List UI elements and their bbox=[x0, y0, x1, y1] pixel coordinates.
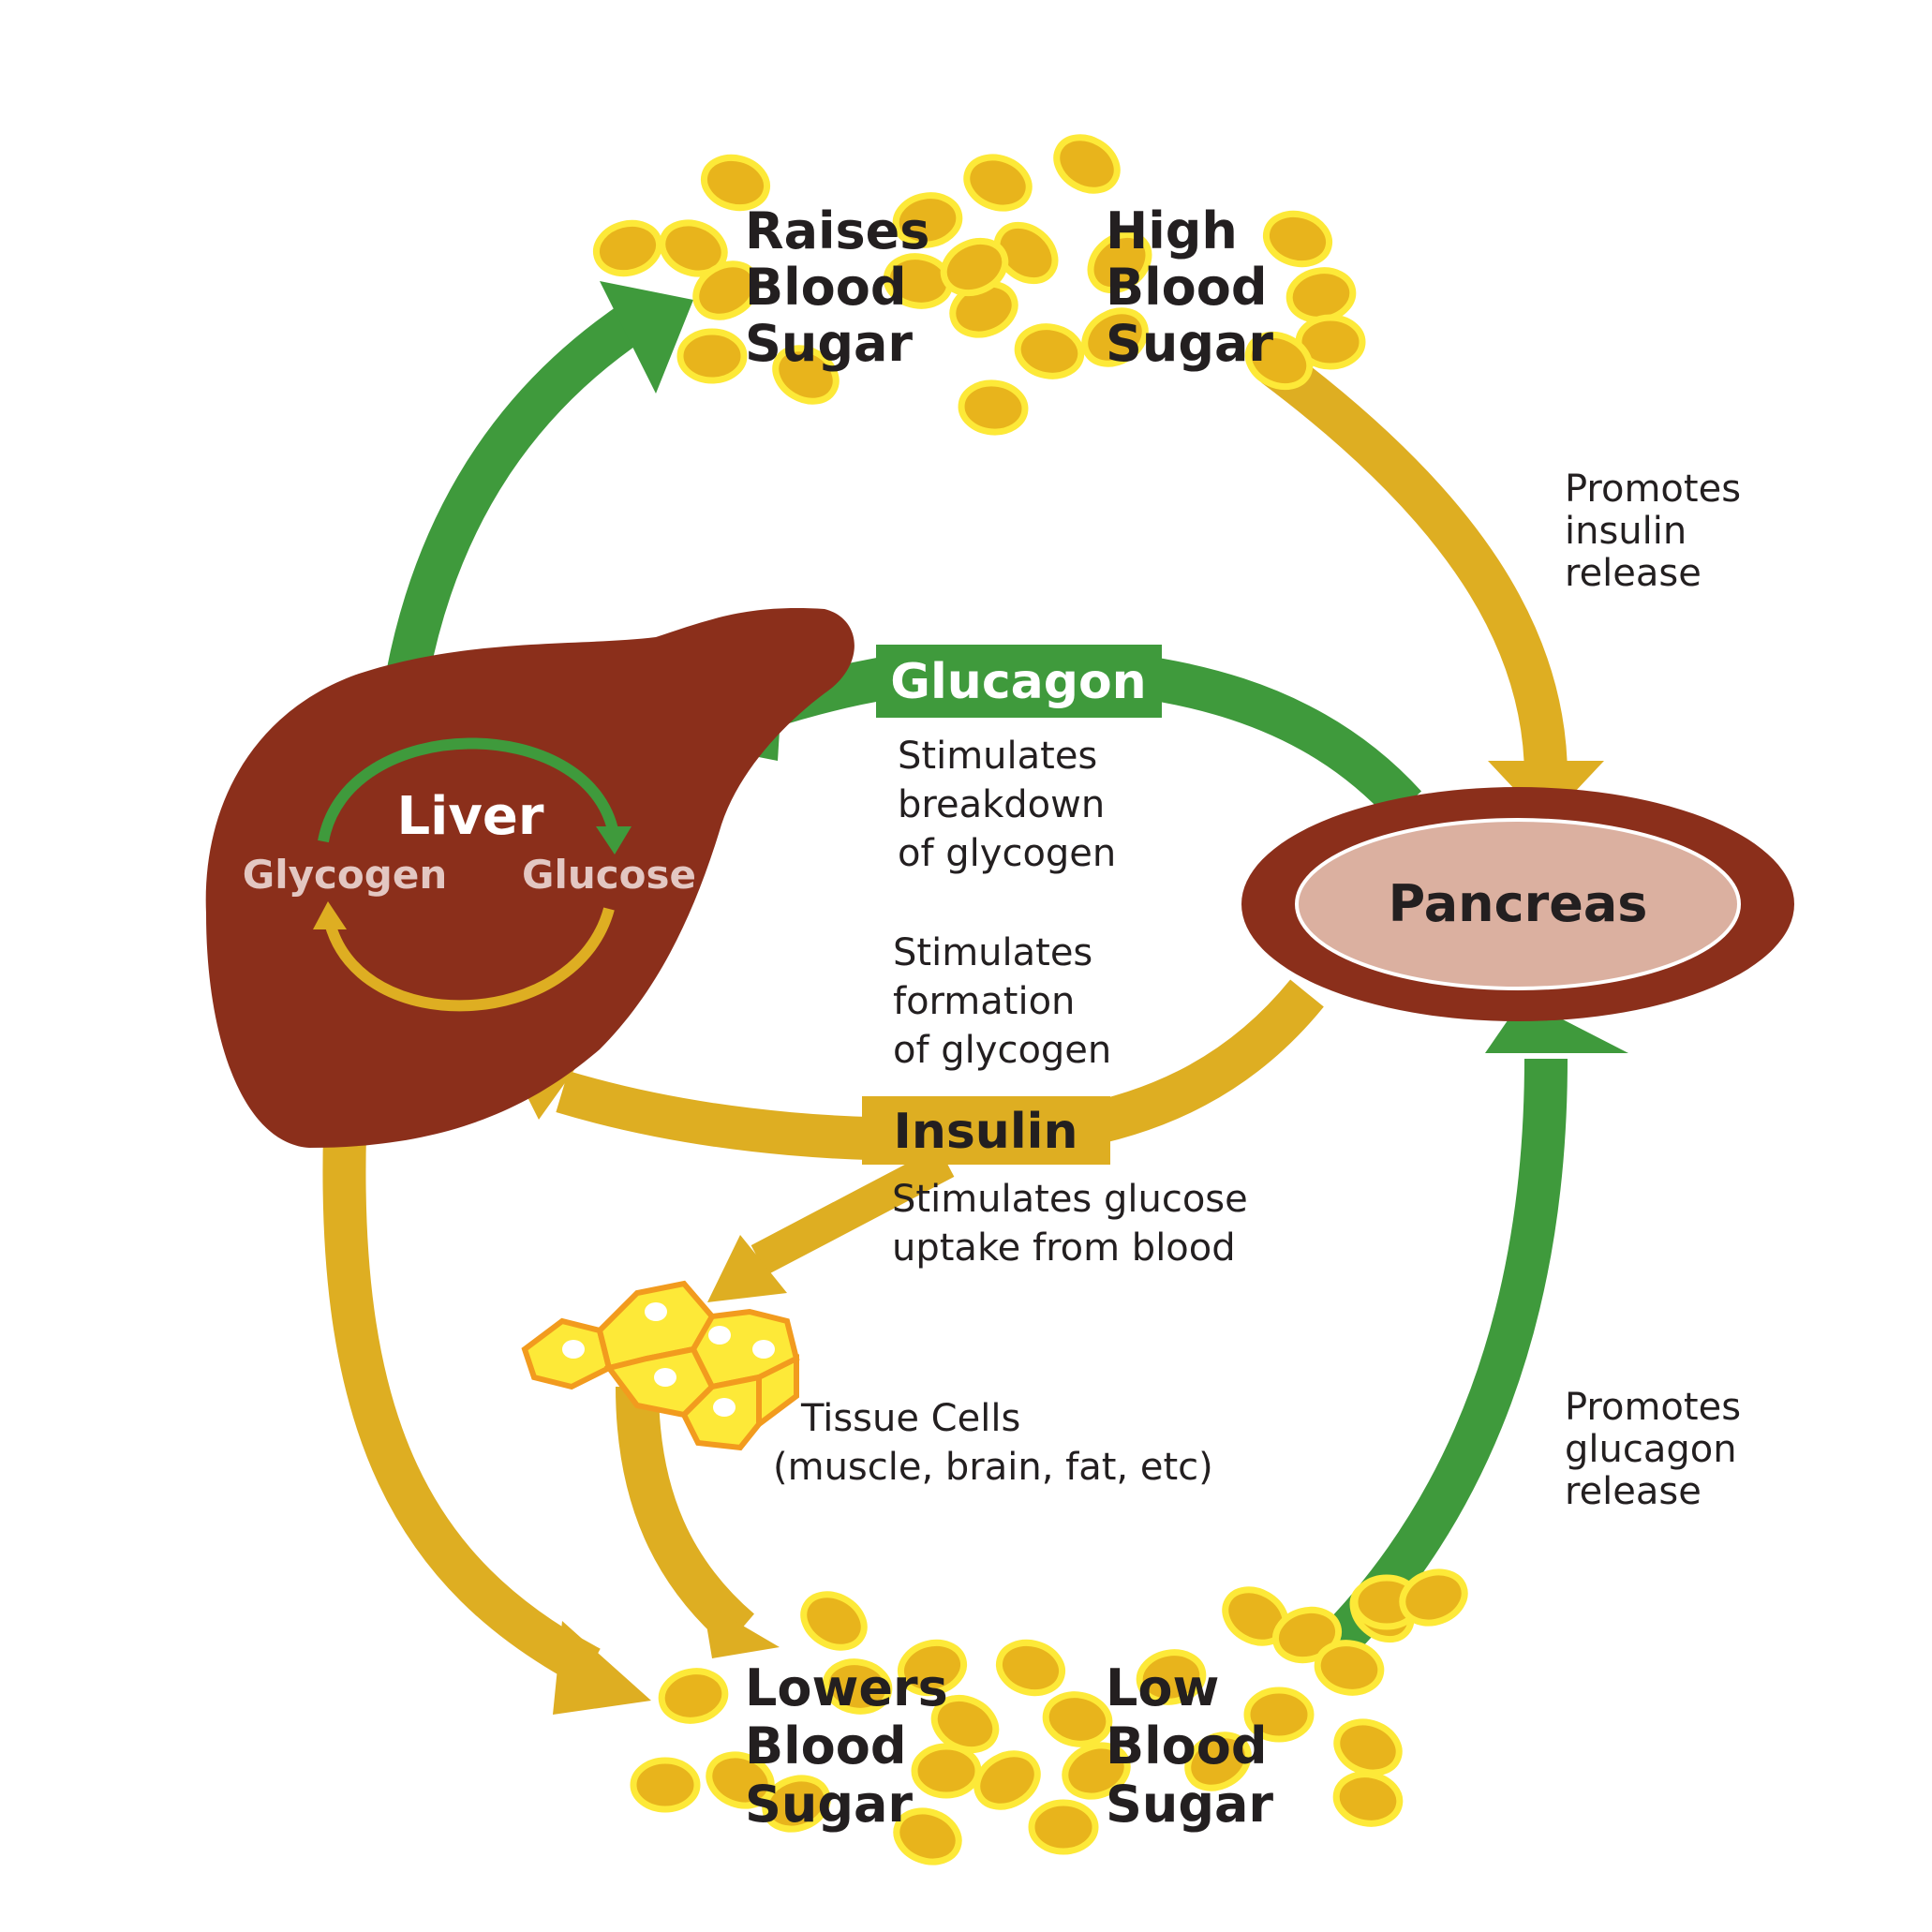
glucose-molecule-icon bbox=[1262, 210, 1333, 268]
glucose-molecules bbox=[592, 134, 1468, 1865]
liver-cycle bbox=[313, 737, 632, 1012]
arrow-low-blood-sugar-to-pancreas bbox=[1315, 999, 1628, 1665]
low-blood-sugar-label: Low Blood Sugar bbox=[1106, 1658, 1285, 1834]
glucose-molecule-icon bbox=[659, 219, 728, 277]
glucose-molecule-icon bbox=[1333, 1718, 1403, 1776]
high-blood-sugar-label: High Blood Sugar bbox=[1106, 201, 1285, 373]
glucagon-tag: Glucagon bbox=[890, 654, 1146, 710]
glucose-molecule-icon bbox=[676, 328, 748, 384]
glucose-molecule-icon bbox=[995, 1639, 1066, 1697]
arrow-insulin-to-tissue-cells bbox=[707, 1147, 955, 1302]
liver-organ-icon bbox=[205, 608, 855, 1148]
glucose-molecule-icon bbox=[1042, 1691, 1113, 1747]
insulin-description: Stimulates formation of glycogen bbox=[893, 931, 1111, 1072]
uptake-description: Stimulates glucose uptake from blood bbox=[892, 1178, 1259, 1270]
arrow-liver-to-raises-blood-sugar bbox=[386, 281, 693, 679]
glucose-molecule-icon bbox=[630, 1757, 701, 1813]
glucose-molecule-icon bbox=[1028, 1799, 1099, 1855]
glucose-molecule-icon bbox=[973, 1750, 1041, 1810]
glucose-molecule-icon bbox=[772, 345, 840, 405]
glucose-molecule-icon bbox=[1062, 1742, 1131, 1800]
insulin-tag: Insulin bbox=[893, 1104, 1077, 1160]
glucose-molecule-icon bbox=[958, 379, 1029, 436]
glucose-molecule-icon bbox=[1053, 134, 1121, 194]
glucose-molecule-icon bbox=[1184, 1731, 1252, 1791]
glucose-molecule-icon bbox=[822, 1658, 893, 1715]
glucose-molecule-icon bbox=[1314, 1640, 1385, 1696]
glucose-molecule-icon bbox=[1271, 1606, 1343, 1664]
glucose-molecule-icon bbox=[800, 1591, 868, 1651]
glucose-molecule-icon bbox=[911, 1743, 982, 1799]
glucose-molecule-icon bbox=[700, 154, 771, 212]
glucose-molecule-icon bbox=[963, 154, 1033, 212]
glucose-molecule-icon bbox=[658, 1668, 729, 1724]
insulin-tag-box bbox=[862, 1096, 1110, 1165]
liver-glucose-label: Glucose bbox=[522, 852, 696, 898]
liver-glycogen-label: Glycogen bbox=[243, 852, 447, 898]
arrow-liver-to-lowers-blood-sugar bbox=[322, 1133, 651, 1715]
glucose-molecule-icon bbox=[897, 1639, 968, 1697]
glucose-molecule-icon bbox=[892, 192, 963, 248]
glucose-molecule-icon bbox=[1087, 230, 1152, 294]
promotes-insulin-label: Promotes insulin release bbox=[1565, 468, 1753, 595]
raises-blood-sugar-label: Raises Blood Sugar bbox=[745, 201, 947, 373]
tissue-cells-label: Tissue Cells (muscle, brain, fat, etc) bbox=[773, 1397, 1213, 1489]
glucose-molecule-icon bbox=[1136, 1649, 1207, 1705]
glucose-molecule-icon bbox=[592, 219, 663, 277]
promotes-glucagon-label: Promotes glucagon release bbox=[1565, 1386, 1753, 1513]
glucose-molecule-icon bbox=[993, 221, 1059, 285]
glucagon-description: Stimulates breakdown of glycogen bbox=[898, 735, 1117, 875]
glucose-molecule-icon bbox=[762, 1775, 831, 1833]
glucose-molecule-icon bbox=[940, 237, 1009, 297]
glucose-molecule-icon bbox=[1399, 1568, 1468, 1627]
liver-title: Liver bbox=[397, 786, 544, 847]
glucose-molecule-icon bbox=[1243, 1687, 1315, 1743]
arrow-tissue-to-lowers-blood-sugar bbox=[616, 1386, 780, 1658]
glucagon-tag-box bbox=[876, 645, 1162, 718]
pancreas-organ-icon bbox=[1241, 787, 1794, 1021]
glucose-molecule-icon bbox=[1332, 1771, 1404, 1827]
glucose-molecule-icon bbox=[692, 260, 760, 320]
glucose-molecule-icon bbox=[1081, 307, 1149, 367]
tissue-cells-icon bbox=[521, 1280, 800, 1451]
pancreas-label: Pancreas bbox=[1389, 874, 1648, 933]
glucose-molecule-icon bbox=[893, 1807, 962, 1865]
lowers-blood-sugar-label: Lowers Blood Sugar bbox=[745, 1658, 966, 1834]
glucose-molecule-icon bbox=[1014, 323, 1085, 379]
glucose-molecule-icon bbox=[1244, 331, 1314, 391]
